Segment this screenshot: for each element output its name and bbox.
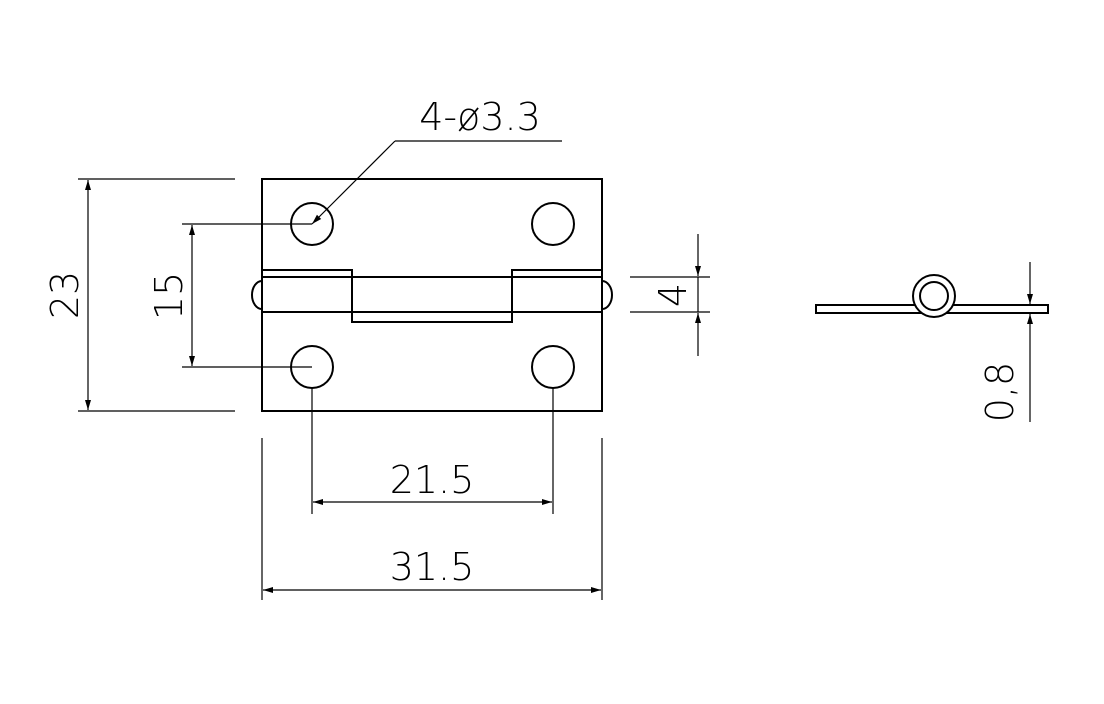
- hole-callout-leader: 4-ø3.3: [311, 95, 562, 225]
- hole-vertical-spacing-label: 15: [147, 272, 191, 320]
- dimension-thickness: 0,8: [978, 262, 1033, 422]
- pin-cap-right: [601, 280, 613, 310]
- hole-horizontal-spacing-label: 21.5: [390, 458, 475, 502]
- knuckle-height-label: 4: [651, 283, 695, 307]
- thickness-label: 0,8: [978, 362, 1022, 422]
- pin-cap-left: [251, 280, 263, 310]
- side-knuckle-pin: [919, 281, 949, 311]
- dimension-hole-horizontal-spacing: 21.5: [311, 388, 554, 514]
- lower-leaf: [261, 311, 603, 412]
- dimension-hole-vertical-spacing: 15: [147, 223, 312, 368]
- overall-height-label: 23: [43, 271, 87, 319]
- dimension-overall-width: 31.5: [261, 438, 603, 600]
- hole-top-right: [531, 202, 575, 246]
- hole-callout-label: 4-ø3.3: [419, 95, 541, 139]
- dimension-overall-height: 23: [43, 178, 235, 412]
- front-view: [251, 178, 613, 412]
- overall-width-label: 31.5: [390, 545, 475, 589]
- upper-leaf: [261, 178, 603, 278]
- side-view: [815, 274, 1049, 318]
- hole-bottom-right: [531, 345, 575, 389]
- dimension-knuckle-height: 4: [630, 234, 710, 356]
